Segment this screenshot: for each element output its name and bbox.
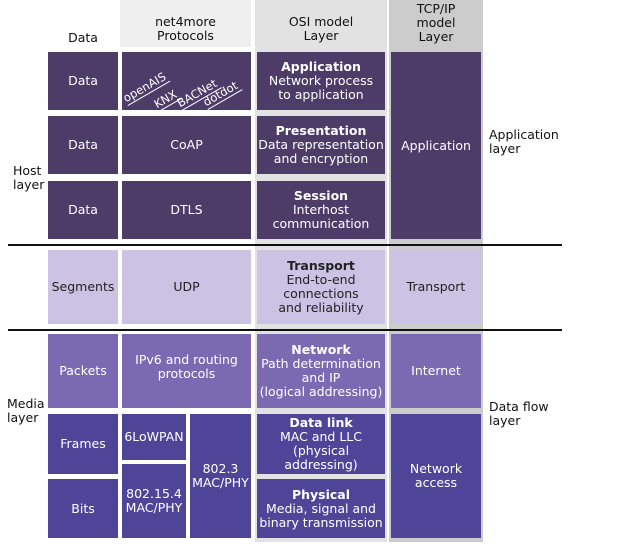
header-osi: OSI model Layer [288, 14, 354, 43]
osi-presentation-desc: Data representation and encryption [258, 137, 384, 166]
host-layer-label: Host layer [13, 163, 45, 192]
data-unit-presentation: Data [48, 116, 118, 174]
osi-transport-desc: End-to-end connections and reliability [278, 272, 364, 315]
header-bg-tcpip [389, 0, 483, 47]
header-data: Data [68, 30, 98, 45]
osi-network-title: Network [291, 342, 351, 357]
osi-application-desc: Network process to application [268, 73, 374, 102]
osi-application: Application Network process to applicati… [257, 52, 385, 110]
tcpip-network-access: Network access [391, 414, 481, 538]
osi-transport: Transport End-to-end connections and rel… [257, 250, 385, 324]
data-unit-physical: Bits [48, 479, 118, 538]
header-bg-protocols [120, 0, 251, 47]
data-unit-network: Packets [48, 334, 118, 408]
divider-host-transport [8, 244, 562, 246]
protocol-6lowpan: 6LoWPAN [122, 414, 186, 460]
osi-presentation-title: Presentation [275, 123, 367, 138]
osi-application-title: Application [281, 59, 361, 74]
osi-datalink: Data link MAC and LLC (physical addressi… [257, 414, 385, 474]
protocols-application [122, 52, 251, 110]
osi-network: Network Path determination and IP (logic… [257, 334, 385, 408]
dataflow-layer-label: Data flow layer [489, 399, 549, 428]
osi-physical: Physical Media, signal and binary transm… [257, 479, 385, 538]
osi-session-desc: Interhost communication [272, 202, 370, 231]
osi-session: Session Interhost communication [257, 181, 385, 239]
osi-physical-title: Physical [291, 486, 351, 502]
osi-network-desc: Path determination and IP (logical addre… [259, 356, 383, 399]
osi-datalink-desc: MAC and LLC (physical addressing) [280, 429, 362, 472]
tcpip-internet: Internet [391, 334, 481, 408]
data-unit-session: Data [48, 181, 118, 239]
protocol-8023: 802.3 MAC/PHY [190, 414, 251, 538]
data-unit-datalink: Frames [48, 414, 118, 474]
osi-datalink-title: Data link [289, 415, 353, 430]
osi-presentation: Presentation Data representation and enc… [257, 116, 385, 174]
protocol-udp: UDP [122, 250, 251, 324]
protocol-coap: CoAP [122, 116, 251, 174]
header-protocols: net4more Protocols [155, 14, 216, 43]
divider-transport-media [8, 329, 562, 331]
osi-transport-title: Transport [287, 258, 355, 273]
media-layer-label: Media layer [7, 396, 45, 425]
osi-physical-desc: Media, signal and binary transmission [259, 500, 383, 530]
protocol-ipv6: IPv6 and routing protocols [122, 334, 251, 408]
header-bg-osi [255, 0, 387, 47]
application-layer-label: Application layer [489, 127, 559, 156]
tcpip-application: Application [391, 52, 481, 239]
data-unit-application: Data [48, 52, 118, 110]
osi-session-title: Session [293, 188, 349, 203]
protocol-802154: 802.15.4 MAC/PHY [122, 464, 186, 538]
data-unit-transport: Segments [48, 250, 118, 324]
protocol-dtls: DTLS [122, 181, 251, 239]
header-tcpip: TCP/IP model Layer [416, 1, 456, 44]
tcpip-transport: Transport [391, 250, 481, 324]
